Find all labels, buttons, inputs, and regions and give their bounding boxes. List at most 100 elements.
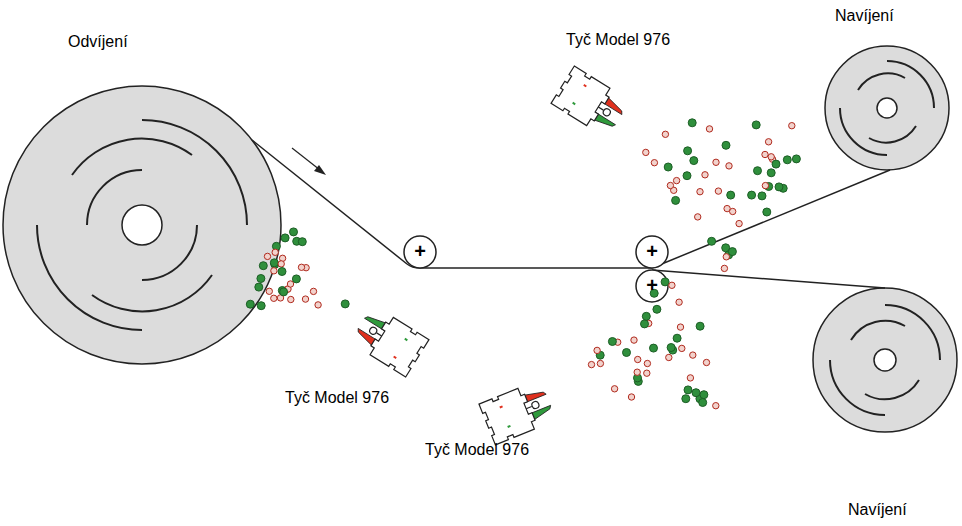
part-label: Odvíjení [68,32,128,51]
ion-dot [281,234,289,242]
unwind-roll [3,86,281,364]
ion-dot [762,182,768,188]
ion-cloud [246,119,800,409]
ion-dot [688,119,696,127]
ion-dot [767,169,775,177]
ion-dot [677,324,683,330]
ion-dot [730,208,736,214]
ion-dot [682,395,690,403]
ion-dot [687,375,693,381]
ion-dot [667,344,675,352]
ion-dot [763,208,771,216]
ion-dot [765,139,771,145]
ion-dot [748,191,756,199]
ion-dot [631,337,637,343]
ion-dot [727,191,735,199]
ion-dot [628,394,634,400]
web [252,140,890,288]
rewind-roll [825,46,949,170]
direction-arrow [292,148,326,175]
ion-dot [723,254,729,260]
ion-dot [290,228,298,236]
ion-dot [651,160,657,166]
ion-dot [292,275,300,283]
ion-dot [752,121,760,129]
ion-dot [661,278,669,286]
part-label: Navíjení [835,6,894,25]
ion-dot [635,356,641,362]
ion-dot [644,360,650,366]
ion-dot [315,302,321,308]
ionizing-bar [350,305,429,377]
ion-dot [695,214,701,220]
rewind-roll [813,288,957,432]
ion-dot [679,345,685,351]
ion-dot [608,338,616,346]
ion-dot [692,389,700,397]
ion-dot [667,182,673,188]
roller [404,236,668,302]
ion-dot [272,249,278,255]
ion-dot [669,282,675,288]
ion-dot [278,261,284,267]
ion-dot [278,268,286,276]
ion-dot [690,157,698,165]
ion-dot [703,359,709,365]
roller-sign: + [646,239,658,263]
ion-dot [673,177,679,183]
ion-dot [683,172,691,180]
ion-dot [255,283,263,291]
ion-dot [270,259,278,267]
ion-dot [664,163,672,171]
ion-dot [298,264,304,270]
ion-dot [676,299,682,305]
ion-dot [666,354,672,360]
ion-dot [341,300,349,308]
ion-dot [597,360,603,366]
ion-dot [623,349,631,357]
ion-dot [700,391,708,399]
ion-dot [713,403,719,409]
ion-dot [246,300,254,308]
ion-dot [266,288,272,294]
ion-dot [288,296,294,302]
ion-dot [762,151,768,157]
ion-dot [280,288,288,296]
part-label: Navíjení [848,500,907,519]
ion-dot [792,155,800,163]
ion-dot [758,192,766,200]
ion-dot [611,386,617,392]
ion-dot [726,163,732,169]
ion-dot [696,322,704,330]
ion-dot [754,167,762,175]
ion-dot [721,265,727,271]
ion-dot [310,288,316,294]
ion-dot [768,154,774,160]
ion-dot [643,149,649,155]
ion-dot [298,238,306,246]
ion-dot [715,188,721,194]
ion-dot [713,159,719,165]
ion-dot [644,370,650,376]
ion-dot [257,275,265,283]
ionizing-bar [551,66,630,138]
ion-dot [588,361,594,367]
ion-dot [706,126,712,132]
part-label: Tyč Model 976 [425,440,529,459]
roller-sign: + [646,273,658,297]
ion-dot [641,320,649,328]
ion-dot [722,141,730,149]
ion-dot [662,131,668,137]
ion-dot [287,281,293,287]
ion-dot [634,369,640,375]
ion-dot [690,352,696,358]
ion-dot [264,253,270,259]
ion-dot [684,147,692,155]
ion-dot [672,196,680,204]
ionizing-bar [479,379,557,445]
ion-dot [702,172,708,178]
ion-dot [736,220,742,226]
ion-dot [257,302,265,310]
ion-dot [783,156,791,164]
